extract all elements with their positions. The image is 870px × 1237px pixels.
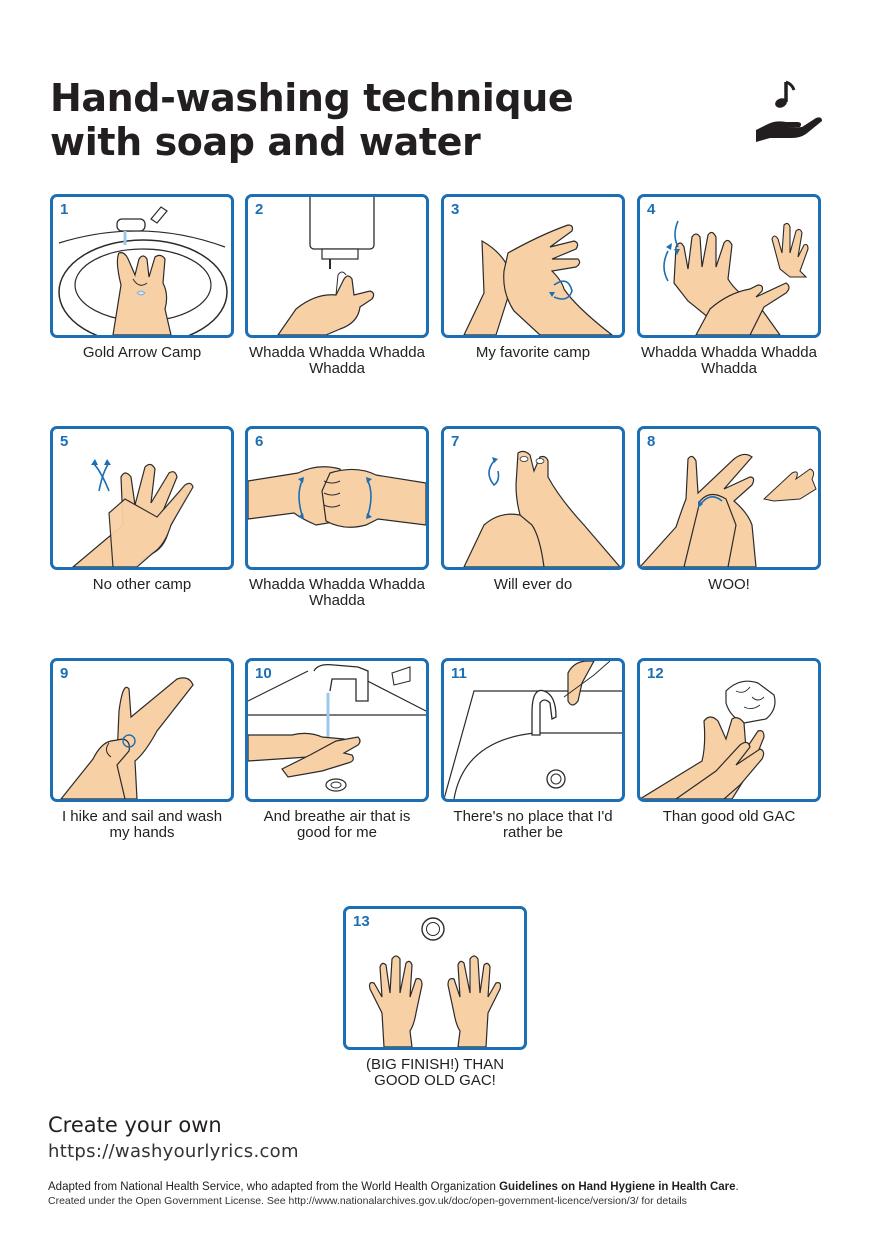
- step-9: 9 I hike and sail and wash my hands: [50, 658, 234, 841]
- step-caption: Will ever do: [493, 576, 573, 593]
- step-number: 11: [451, 665, 467, 682]
- page-title: Hand-washing technique with soap and wat…: [50, 76, 670, 164]
- step-caption: No other camp: [92, 576, 192, 593]
- step-10: 10 And breathe air that is good for me: [245, 658, 429, 841]
- step-panel: 4: [637, 194, 821, 338]
- rotational-fingertips-icon: [463, 450, 621, 567]
- step-panel: 1: [50, 194, 234, 338]
- guidelines-title: Guidelines on Hand Hygiene in Health Car…: [499, 1181, 736, 1193]
- palm-to-palm-icon: [463, 224, 613, 335]
- step-number: 9: [60, 665, 69, 682]
- step-caption: My favorite camp: [475, 344, 591, 361]
- turn-off-tap-icon: [444, 661, 622, 799]
- step-caption: Whadda Whadda Whadda Whadda: [249, 344, 425, 377]
- step-caption: Whadda Whadda Whadda Whadda: [249, 576, 425, 609]
- license-text: Created under the Open Government Licens…: [48, 1194, 687, 1207]
- step-number: 8: [647, 433, 656, 450]
- step-panel: 11: [441, 658, 625, 802]
- step-3: 3 My favorite camp: [441, 194, 625, 361]
- step-4: 4 Whadda Whadda Whadda Whadda: [637, 194, 821, 377]
- step-1: 1 Gold Arrow Camp: [50, 194, 234, 361]
- attribution-period: .: [735, 1181, 739, 1193]
- step-panel: 9: [50, 658, 234, 802]
- step-panel: 8: [637, 426, 821, 570]
- step-panel: 7: [441, 426, 625, 570]
- step-caption: Than good old GAC: [662, 808, 796, 825]
- towel-dry-icon: [640, 680, 776, 799]
- step-panel: 2: [245, 194, 429, 338]
- step-caption: I hike and sail and wash my hands: [61, 808, 223, 841]
- attribution-footer: Adapted from National Health Service, wh…: [48, 1181, 808, 1208]
- step-number: 10: [255, 665, 272, 682]
- step-number: 4: [647, 201, 656, 218]
- create-heading: Create your own: [48, 1113, 222, 1137]
- step-caption: Whadda Whadda Whadda Whadda: [641, 344, 817, 377]
- title-line-1: Hand-washing technique: [50, 76, 574, 120]
- clean-hands-icon: [368, 917, 502, 1047]
- step-caption: There's no place that I'd rather be: [453, 808, 613, 841]
- step-6: 6 Whadda Whadda Whadda Whadda: [245, 426, 429, 609]
- step-panel: 12: [637, 658, 821, 802]
- title-line-2: with soap and water: [50, 120, 481, 164]
- hands-under-tap-icon: [58, 206, 228, 335]
- step-number: 12: [647, 665, 664, 682]
- rinse-hands-icon: [248, 663, 426, 792]
- step-12: 12 Than good old GAC: [637, 658, 821, 825]
- step-panel: 10: [245, 658, 429, 802]
- step-number: 3: [451, 201, 460, 218]
- step-number: 6: [255, 433, 264, 450]
- step-caption: WOO!: [708, 576, 750, 593]
- step-2: 2 Whadda Whadda Whadda Whadda: [245, 194, 429, 377]
- step-number: 13: [353, 913, 370, 930]
- step-caption: Gold Arrow Camp: [82, 344, 202, 361]
- attribution-text: Adapted from National Health Service, wh…: [48, 1181, 500, 1193]
- back-of-hands-icon: [663, 220, 809, 335]
- step-5: 5 No other camp: [50, 426, 234, 593]
- soap-dispenser-icon: [277, 197, 375, 335]
- step-caption: And breathe air that is good for me: [263, 808, 411, 841]
- step-panel: 3: [441, 194, 625, 338]
- step-8: 8 WOO!: [637, 426, 821, 593]
- interlaced-fingers-icon: [72, 459, 194, 567]
- step-number: 1: [60, 201, 69, 218]
- step-panel: 5: [50, 426, 234, 570]
- step-panel: 13: [343, 906, 527, 1050]
- step-number: 2: [255, 201, 264, 218]
- step-11: 11 There's no place that I'd rather be: [441, 658, 625, 841]
- step-number: 7: [451, 433, 460, 450]
- step-panel: 6: [245, 426, 429, 570]
- step-caption: (BIG FINISH!) THAN GOOD OLD GAC!: [365, 1056, 505, 1089]
- thumb-rub-icon: [640, 453, 817, 567]
- step-number: 5: [60, 433, 69, 450]
- step-7: 7 Will ever do: [441, 426, 625, 593]
- wrist-rub-icon: [60, 677, 194, 799]
- step-13: 13 (BIG FINISH!) THAN GOOD OLD GAC!: [343, 906, 527, 1089]
- create-url-link[interactable]: https://washyourlyrics.com: [48, 1141, 299, 1162]
- interlocked-fingers-icon: [248, 466, 426, 528]
- hand-with-music-note-icon: [752, 80, 824, 144]
